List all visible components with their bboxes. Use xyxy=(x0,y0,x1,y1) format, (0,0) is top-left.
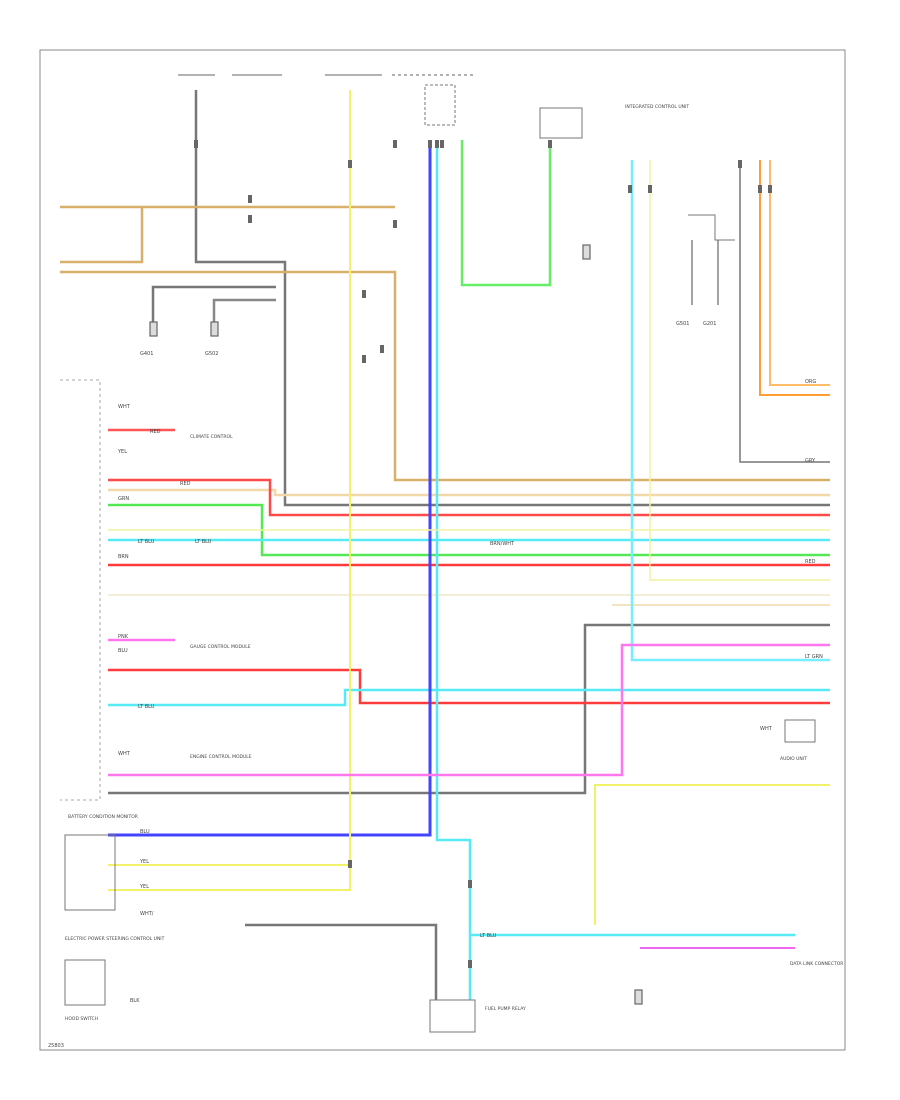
label-blk: BLK xyxy=(130,998,140,1004)
ground-3 xyxy=(582,244,591,260)
connector-ticks xyxy=(194,140,772,968)
ground-2 xyxy=(210,321,219,337)
label-wht: WHT xyxy=(118,404,131,410)
component-label-7: FUEL PUMP RELAY xyxy=(485,1006,526,1012)
wire-pnk-1 xyxy=(108,643,830,777)
wire-blk-6 xyxy=(739,160,830,463)
label-brn-wht: BRN/WHT xyxy=(490,541,515,547)
wire-brn-2 xyxy=(60,270,830,482)
label-ltblu-3: LT BLU xyxy=(138,704,155,710)
switch-box xyxy=(429,999,476,1033)
wire-blu-1 xyxy=(108,140,432,837)
label-yel: YEL xyxy=(117,449,127,455)
label-gry: GRY xyxy=(805,458,816,464)
ground-1 xyxy=(149,321,158,337)
wire-org-2 xyxy=(769,160,830,386)
wire-label-group: WHT RED YEL RED GRN LT BLU LT BLU BRN PN… xyxy=(117,321,823,1004)
component-label-4: ENGINE CONTROL MODULE xyxy=(190,754,252,760)
red-wires xyxy=(108,428,830,705)
wire-red-1 xyxy=(108,478,830,517)
component-label-5: ELECTRIC POWER STEERING CONTROL UNIT xyxy=(65,936,165,942)
label-ltblu-2: LT BLU xyxy=(195,539,212,545)
label-ground-4: G201 xyxy=(703,321,716,327)
component-label-3: GAUGE CONTROL MODULE xyxy=(190,644,251,650)
label-ltblu: LT BLU xyxy=(138,539,155,545)
light-blue-wires xyxy=(108,140,830,1000)
label-wht-4: WHT xyxy=(760,726,773,732)
wire-blk-5 xyxy=(245,923,438,1000)
left-connector-block xyxy=(60,379,101,801)
wire-yel-5 xyxy=(594,784,830,925)
label-ltblu-4: LT BLU xyxy=(480,933,497,939)
yellow-wires xyxy=(108,90,830,925)
wire-org-1 xyxy=(759,160,830,396)
component-label-8: INTEGRATED CONTROL UNIT xyxy=(625,104,689,110)
wire-red-3 xyxy=(108,668,830,705)
wire-yel-1 xyxy=(108,90,351,891)
diagram-frame xyxy=(39,49,846,1051)
module-box-3 xyxy=(784,719,816,743)
label-yel-2: YEL xyxy=(139,859,149,865)
wire-grn-2 xyxy=(460,140,552,287)
label-blu: BLU xyxy=(118,648,128,654)
blue-wires xyxy=(108,140,432,837)
ground-4 xyxy=(634,989,643,1005)
component-label-group: BATTERY CONDITION MONITOR CLIMATE CONTRO… xyxy=(65,104,843,1022)
label-org: ORG xyxy=(805,379,816,385)
label-blu-2: BLU xyxy=(140,829,150,835)
label-wht-3: WHT/ xyxy=(140,911,154,917)
black-wires xyxy=(108,90,830,1000)
switch-1 xyxy=(688,214,735,241)
wire-brn-3 xyxy=(60,207,144,264)
grounds xyxy=(149,240,719,1005)
label-red: RED xyxy=(150,429,161,435)
label-ground-3: G501 xyxy=(676,321,689,327)
wire-tan-1 xyxy=(108,488,830,497)
relay-box-1 xyxy=(539,107,583,139)
label-yel-3: YEL xyxy=(139,884,149,890)
wire-ltblu-2 xyxy=(108,688,830,707)
wire-yel-6 xyxy=(649,160,830,581)
component-label-9: AUDIO UNIT xyxy=(780,756,807,762)
label-wht-2: WHT xyxy=(118,751,131,757)
wire-blk-4 xyxy=(108,623,830,795)
footer-code: 25803 xyxy=(48,1043,64,1049)
label-pnk: PNK xyxy=(118,634,129,640)
component-label-2: CLIMATE CONTROL xyxy=(190,434,233,440)
label-ltgrn: LT GRN xyxy=(805,654,823,660)
label-grn: GRN xyxy=(118,496,129,502)
label-brn: BRN xyxy=(118,554,129,560)
module-box-2 xyxy=(64,959,106,1006)
components xyxy=(64,84,816,1033)
wire-blk-1 xyxy=(194,90,830,507)
component-label-6: HOOD SWITCH xyxy=(65,1016,98,1022)
pink-wires xyxy=(108,638,830,949)
orange-wires xyxy=(759,160,830,396)
wire-blk-2 xyxy=(151,285,276,330)
component-label-1: BATTERY CONDITION MONITOR xyxy=(68,814,138,820)
wire-ltblu-3 xyxy=(435,140,472,1000)
relay-box-2 xyxy=(424,84,456,126)
label-ground-2: G502 xyxy=(205,351,218,357)
component-label-10: DATA LINK CONNECTOR xyxy=(790,961,843,967)
label-ground-1: G401 xyxy=(140,351,153,357)
wire-ltblu-5 xyxy=(630,160,830,662)
tan-wires xyxy=(60,205,830,606)
wire-blk-3 xyxy=(212,298,276,330)
label-red-2: RED xyxy=(180,481,191,487)
green-wires xyxy=(108,140,830,557)
module-box-1 xyxy=(64,834,116,911)
label-red-3: RED xyxy=(805,559,816,565)
